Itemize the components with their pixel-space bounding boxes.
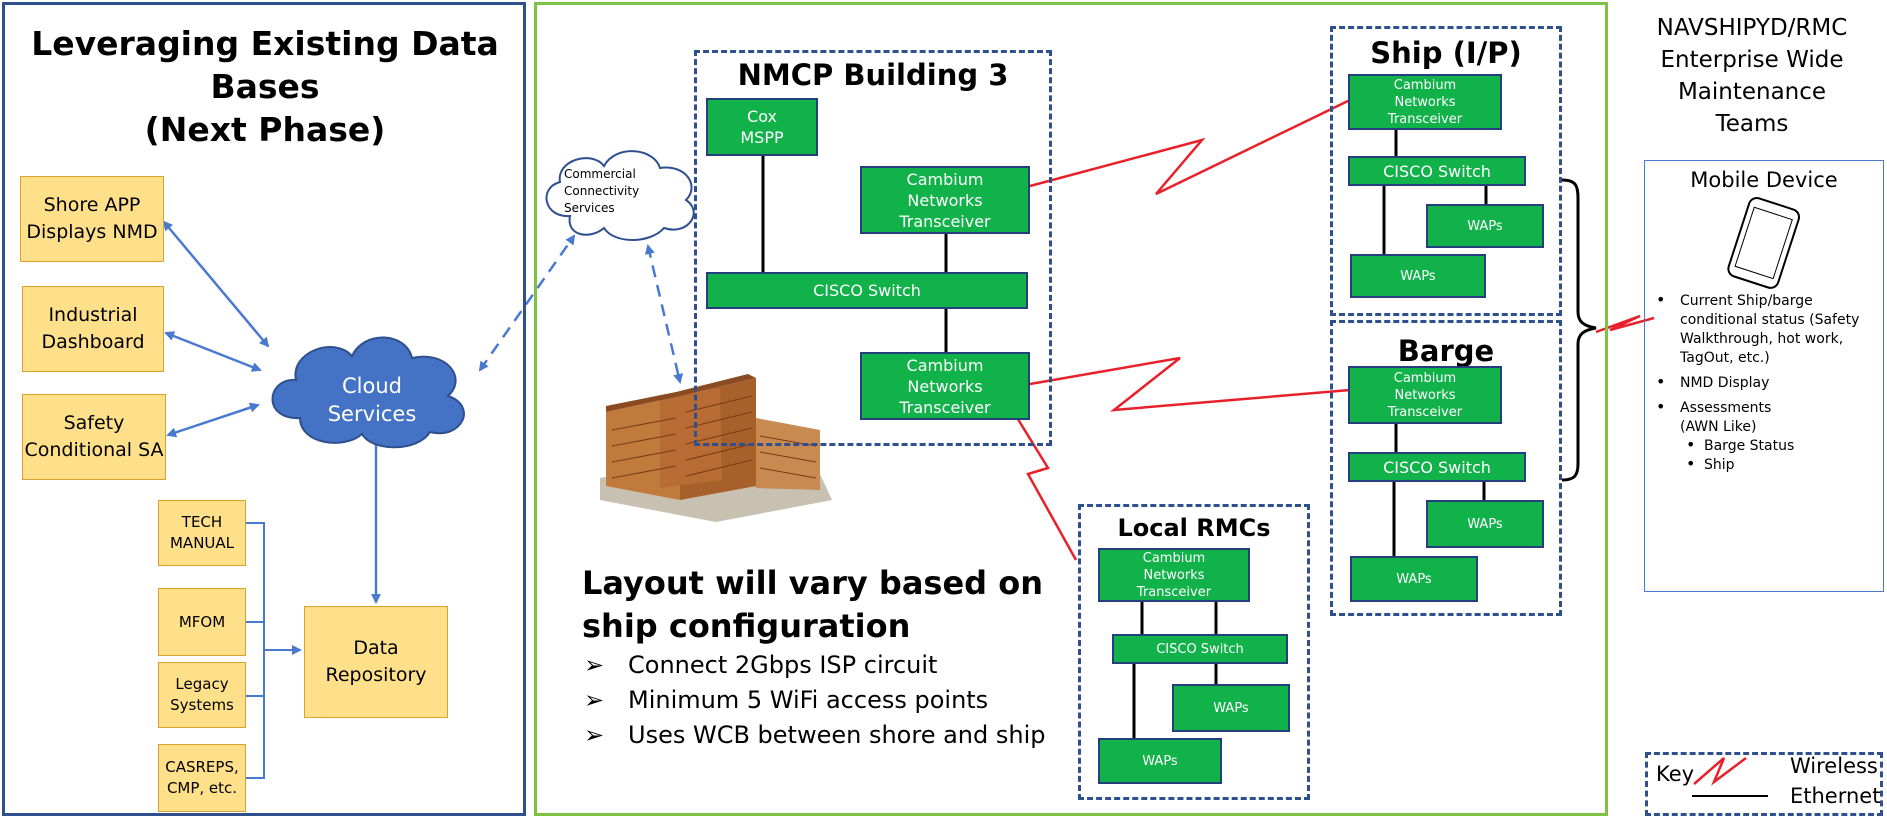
ship-title: Ship (I/P) bbox=[1370, 36, 1522, 70]
local-cisco-switch: CISCO Switch bbox=[1112, 634, 1288, 664]
title-line-3: (Next Phase) bbox=[144, 110, 386, 149]
local-wap-left: WAPs bbox=[1098, 738, 1222, 784]
nmcp-ethernet bbox=[761, 156, 948, 352]
layout-note: Layout will vary based on ship configura… bbox=[582, 564, 1043, 645]
arrow-industrial-cloud bbox=[164, 331, 262, 372]
key-wireless-label: Wireless bbox=[1790, 754, 1878, 778]
sub-list-item: Ship bbox=[1652, 454, 1884, 475]
dashed-arrow-commercial-building bbox=[644, 244, 684, 384]
brace bbox=[1561, 178, 1597, 482]
arrow-safety-cloud bbox=[166, 402, 260, 438]
barge-group bbox=[1330, 320, 1562, 616]
smartphone-icon bbox=[1727, 197, 1801, 289]
bullet-item: Minimum 5 WiFi access points bbox=[584, 683, 1046, 718]
commercial-connectivity-label: Commercial Connectivity Services bbox=[564, 167, 640, 215]
wireless-mobile bbox=[1595, 314, 1655, 334]
barge-title: Barge bbox=[1397, 334, 1495, 368]
building-photo bbox=[600, 374, 832, 522]
casreps-box: CASREPS,CMP, etc. bbox=[158, 744, 246, 812]
local-wap-right: WAPs bbox=[1172, 684, 1290, 732]
right-panel-title: NAVSHIPYD/RMC Enterprise Wide Maintenanc… bbox=[1656, 15, 1848, 137]
ship-cisco-switch: CISCO Switch bbox=[1348, 156, 1526, 186]
title-line-1: Leveraging Existing Data bbox=[31, 24, 499, 63]
local-rmcs-title: Local RMCs bbox=[1117, 514, 1271, 542]
dashed-arrow-cloud-commercial bbox=[478, 234, 576, 372]
left-panel bbox=[2, 2, 526, 816]
local-ethernet bbox=[1132, 602, 1218, 738]
ship-wap-left: WAPs bbox=[1350, 254, 1486, 298]
wireless-links bbox=[1014, 98, 1655, 561]
list-item: Current Ship/barge conditional status (S… bbox=[1652, 290, 1884, 368]
list-item: NMD Display bbox=[1652, 372, 1884, 393]
sub-list-item: Barge Status bbox=[1652, 435, 1884, 456]
middle-panel bbox=[534, 2, 1608, 816]
wireless-bolt-icon bbox=[1693, 757, 1747, 786]
mobile-device-list: Current Ship/barge conditional status (S… bbox=[1652, 290, 1884, 475]
cloud-icon bbox=[271, 336, 465, 449]
ship-group bbox=[1330, 26, 1562, 316]
local-rmcs-group bbox=[1078, 504, 1310, 800]
key-label: Key bbox=[1656, 762, 1695, 786]
ship-wap-right: WAPs bbox=[1426, 204, 1544, 248]
title-line-2: Bases bbox=[210, 67, 320, 106]
nmcp-cisco-switch: CISCO Switch bbox=[706, 272, 1028, 309]
key-box bbox=[1645, 752, 1883, 816]
nmcp-group bbox=[694, 50, 1052, 446]
list-item: Assessments (AWN Like) bbox=[1652, 397, 1884, 437]
ship-ethernet bbox=[1382, 130, 1488, 254]
mobile-device-title: Mobile Device bbox=[1690, 168, 1838, 192]
barge-cisco-switch: CISCO Switch bbox=[1348, 452, 1526, 482]
barge-wap-right: WAPs bbox=[1426, 500, 1544, 548]
barge-ethernet bbox=[1392, 424, 1486, 556]
left-panel-title: Leveraging Existing Data Bases (Next Pha… bbox=[20, 22, 510, 151]
bullet-item: Uses WCB between shore and ship bbox=[584, 718, 1046, 753]
commercial-cloud-icon bbox=[545, 150, 695, 241]
key-ethernet-label: Ethernet bbox=[1790, 784, 1881, 808]
mfom-box: MFOM bbox=[158, 588, 246, 656]
wireless-nmcp-barge bbox=[1029, 356, 1351, 412]
wireless-nmcp-ship bbox=[1029, 98, 1351, 196]
layout-bullets: Connect 2Gbps ISP circuit Minimum 5 WiFi… bbox=[584, 648, 1046, 753]
wireless-nmcp-local bbox=[1014, 415, 1078, 561]
barge-wap-left: WAPs bbox=[1350, 556, 1478, 602]
nmcp-title: NMCP Building 3 bbox=[737, 58, 1009, 92]
bullet-item: Connect 2Gbps ISP circuit bbox=[584, 648, 1046, 683]
arrow-shore-cloud bbox=[162, 220, 270, 348]
